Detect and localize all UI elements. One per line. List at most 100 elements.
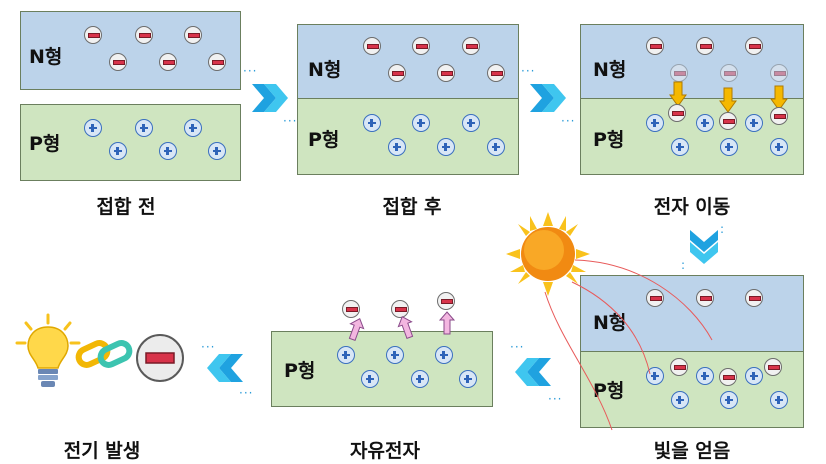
- transfer-arrow-icon: [770, 85, 788, 111]
- hole: [770, 391, 788, 409]
- double-chevron-down-icon: [690, 230, 718, 264]
- n-type-label: N형: [593, 312, 627, 334]
- electron: [208, 53, 226, 71]
- chain-link-icon: [75, 340, 133, 368]
- electron: [159, 53, 177, 71]
- flow-dots: ···: [201, 340, 216, 354]
- electron: [646, 289, 664, 307]
- hole: [412, 114, 430, 132]
- caption-free-electrons: 자유전자: [350, 440, 420, 462]
- p-type-label: P형: [29, 133, 61, 155]
- free-electron: [437, 292, 455, 310]
- double-chevron-icon: [530, 84, 566, 112]
- flow-dots: ···: [510, 340, 525, 354]
- hole: [135, 119, 153, 137]
- hole: [487, 138, 505, 156]
- panel2-p-region: P형: [297, 98, 519, 175]
- hole: [745, 367, 763, 385]
- hole: [745, 114, 763, 132]
- electron: [646, 37, 664, 55]
- p-type-label: P형: [284, 360, 316, 382]
- sun-icon: [506, 212, 590, 296]
- n-type-label: N형: [308, 59, 342, 81]
- caption-electricity-generated: 전기 발생: [63, 440, 141, 462]
- hole: [337, 346, 355, 364]
- electron: [388, 64, 406, 82]
- panel1-p-region: P형: [20, 104, 241, 181]
- p-type-label: P형: [593, 380, 625, 402]
- panel5-p-region: P형: [271, 331, 493, 407]
- electron: [412, 37, 430, 55]
- electron: [462, 37, 480, 55]
- double-chevron-left-icon: [515, 358, 551, 386]
- electron: [437, 64, 455, 82]
- p-type-label: P형: [593, 129, 625, 151]
- caption-before-junction: 접합 전: [96, 196, 156, 218]
- panel2-n-region: N형: [297, 24, 519, 100]
- electron: [745, 37, 763, 55]
- hole: [671, 391, 689, 409]
- electron: [184, 26, 202, 44]
- rising-arrow-icon: [348, 317, 365, 342]
- caption-after-junction: 접합 후: [382, 196, 442, 218]
- electron: [719, 368, 737, 386]
- electron: [764, 358, 782, 376]
- electron-transferring: [770, 64, 788, 82]
- hole: [184, 119, 202, 137]
- hole: [720, 391, 738, 409]
- electron: [719, 112, 737, 130]
- rising-arrow-icon: [438, 311, 456, 335]
- double-chevron-left-icon: [207, 354, 243, 382]
- electron: [109, 53, 127, 71]
- hole: [84, 119, 102, 137]
- hole: [696, 367, 714, 385]
- p-type-label: P형: [308, 129, 340, 151]
- electron: [363, 37, 381, 55]
- electron: [696, 37, 714, 55]
- caption-electron-movement: 전자 이동: [653, 196, 731, 218]
- hole: [411, 370, 429, 388]
- flow-dots: ···: [239, 386, 254, 400]
- panel3-n-region: N형: [580, 24, 804, 100]
- electron-transferring: [720, 64, 738, 82]
- hole: [159, 142, 177, 160]
- hole: [386, 346, 404, 364]
- light-bulb-icon: [15, 313, 81, 387]
- hole: [462, 114, 480, 132]
- electron: [668, 104, 686, 122]
- hole: [388, 138, 406, 156]
- flow-dots: :: [720, 222, 726, 236]
- hole: [770, 138, 788, 156]
- flow-dots: ···: [283, 114, 298, 128]
- free-electron: [391, 300, 409, 318]
- double-chevron-icon: [252, 84, 288, 112]
- hole: [435, 346, 453, 364]
- transfer-arrow-icon: [719, 87, 737, 113]
- rising-arrow-icon: [397, 315, 414, 340]
- hole: [208, 142, 226, 160]
- battery-minus-icon: [136, 334, 184, 382]
- caption-light-absorbed: 빛을 얻음: [653, 440, 731, 462]
- n-type-label: N형: [593, 59, 627, 81]
- electron: [745, 289, 763, 307]
- electron: [487, 64, 505, 82]
- flow-dots: ···: [243, 64, 258, 78]
- n-type-label: N형: [29, 46, 63, 68]
- hole: [671, 138, 689, 156]
- flow-dots: ···: [548, 392, 563, 406]
- electron: [670, 358, 688, 376]
- transfer-arrow-icon: [669, 81, 687, 107]
- hole: [363, 114, 381, 132]
- flow-dots: ···: [521, 64, 536, 78]
- panel1-n-region: N형: [20, 11, 241, 90]
- flow-dots: :: [681, 258, 687, 272]
- hole: [437, 138, 455, 156]
- electron: [696, 289, 714, 307]
- hole: [459, 370, 477, 388]
- hole: [646, 367, 664, 385]
- hole: [696, 114, 714, 132]
- hole: [361, 370, 379, 388]
- hole: [720, 138, 738, 156]
- electron: [135, 26, 153, 44]
